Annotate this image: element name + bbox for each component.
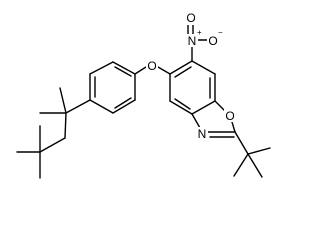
nitro-nitrogen-charge: + [197, 28, 202, 37]
ether-oxygen-label: O [147, 59, 156, 73]
bond [233, 153, 249, 177]
bond [114, 66, 132, 77]
bond [191, 100, 216, 115]
bond [247, 147, 271, 155]
bond [112, 99, 136, 114]
bond [191, 113, 201, 129]
bond [59, 87, 67, 114]
atom-label-background [146, 60, 158, 74]
bond [214, 100, 225, 111]
bond [169, 100, 193, 115]
nitro-oxygen-top-label: O [186, 11, 195, 25]
nitro-nitrogen-label: N [188, 34, 197, 48]
bond [64, 112, 67, 139]
atom-label-background [224, 109, 236, 122]
atom-label-background [186, 34, 198, 47]
atom-label-background [185, 12, 197, 25]
bond [114, 97, 132, 109]
bond [89, 99, 114, 114]
nitro-oxygen-charge: − [218, 28, 223, 37]
bond [134, 66, 147, 75]
bond [234, 131, 249, 155]
oxazole-oxygen-label: O [225, 109, 234, 123]
bond [89, 61, 114, 75]
bonds [16, 23, 271, 179]
bond [191, 60, 216, 75]
oxazole-nitrogen-label: N [198, 127, 207, 141]
atom-label-background [196, 127, 208, 141]
bond [231, 121, 236, 133]
bond [174, 66, 192, 78]
bond [65, 99, 91, 114]
bond [39, 137, 66, 153]
molecule-structure: O N + O O − O N [16, 11, 271, 179]
bond [157, 66, 171, 75]
bond [174, 98, 191, 110]
bond [169, 60, 193, 75]
nitro-oxygen-right-label: O [208, 34, 217, 48]
bond [112, 61, 136, 75]
bond [247, 153, 263, 178]
atom-labels: O N + O O − O N [146, 11, 236, 141]
atom-label-background [207, 34, 219, 47]
